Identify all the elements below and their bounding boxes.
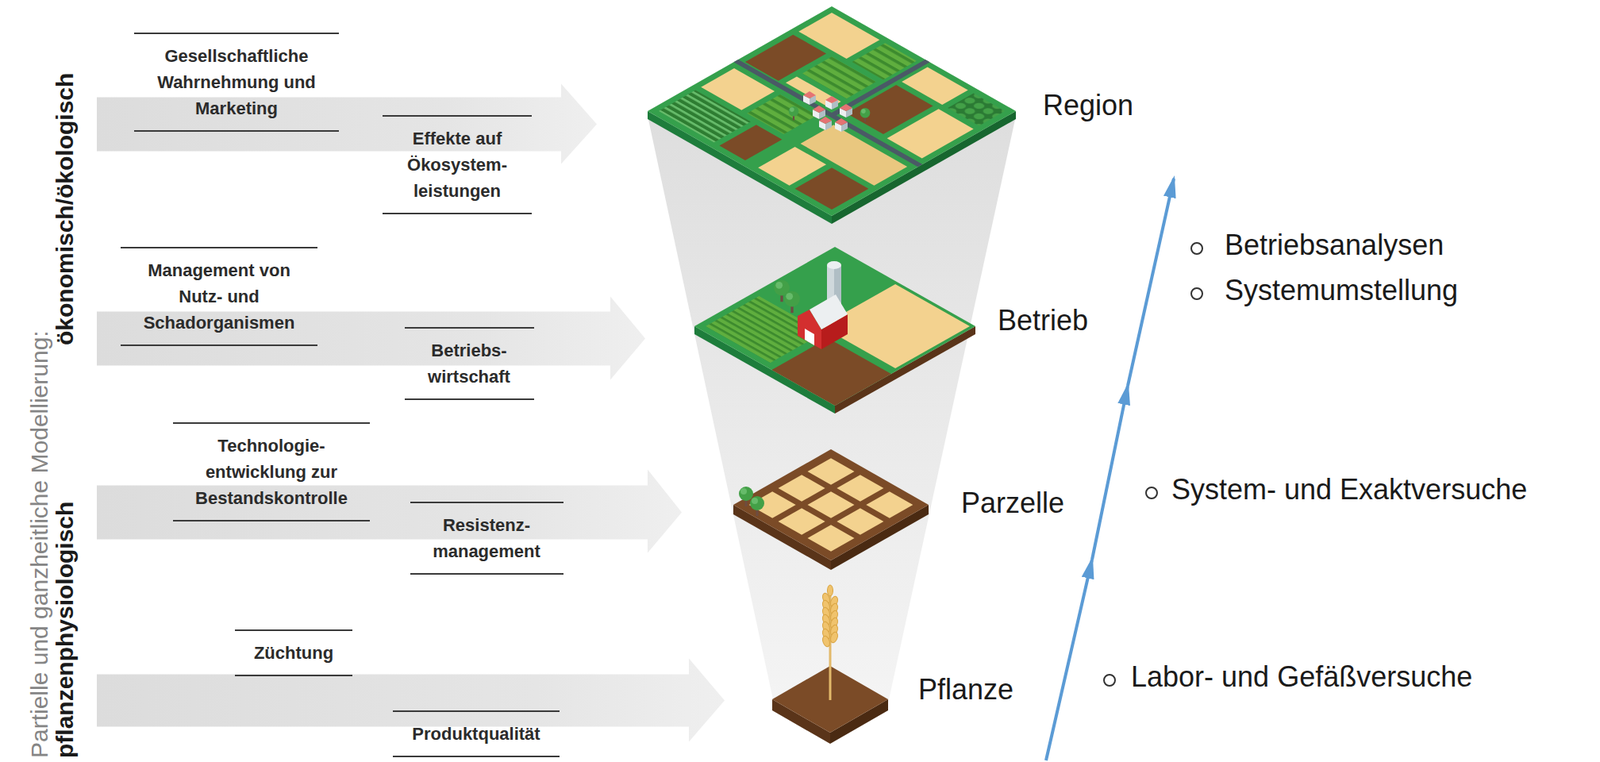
bullet-circle xyxy=(1146,487,1158,499)
effect-label: Resistenz- management xyxy=(410,501,564,575)
plot-tile xyxy=(749,491,797,519)
wheat-ear xyxy=(821,634,831,648)
region-tile xyxy=(647,6,1016,224)
method-item: Systemumstellung xyxy=(1224,273,1458,308)
topic-label: Management von Nutz- und Schadorganismen xyxy=(120,246,318,347)
region-tile xyxy=(887,108,974,158)
axis-title: pflanzenphysiologisch xyxy=(52,501,78,758)
plot-tile xyxy=(733,449,929,570)
method-item: Labor- und Gefäßversuche xyxy=(1130,660,1473,694)
plot-tile xyxy=(807,491,854,519)
plot-tile xyxy=(807,457,854,485)
band-arrow-shape xyxy=(96,83,597,164)
farm-tile xyxy=(694,246,976,406)
region-tile xyxy=(860,107,871,123)
farm-tile xyxy=(826,261,842,270)
level-name: Region xyxy=(1042,88,1134,123)
topic-label: Züchtung xyxy=(234,629,353,677)
farm-tile xyxy=(784,291,800,314)
wheat-ear xyxy=(827,584,834,597)
level-name: Betrieb xyxy=(997,303,1089,338)
region-tile xyxy=(812,105,826,120)
region-tile xyxy=(719,124,782,161)
region-tile xyxy=(647,6,1016,216)
bullet-circle xyxy=(1103,674,1116,686)
region-tile xyxy=(795,167,870,210)
method-item: Betriebsanalysen xyxy=(1224,228,1444,262)
band-arrow-shape xyxy=(96,657,725,742)
wheat-ear xyxy=(829,630,839,644)
band-arrow-shape xyxy=(96,629,725,758)
band-arrow-shape xyxy=(96,422,682,576)
arrow-band: ZüchtungProduktqualität xyxy=(96,629,725,758)
bullet-circle xyxy=(1103,242,1203,686)
region-tile xyxy=(819,116,832,131)
topic-label: Technologie- entwicklung zur Bestandskon… xyxy=(173,422,370,522)
arrow-band: Gesellschaftliche Wahrnehmung und Market… xyxy=(96,32,597,215)
topic-label: Gesellschaftliche Wahrnehmung und Market… xyxy=(134,32,339,132)
region-tile xyxy=(834,118,848,132)
region-tile xyxy=(735,6,1016,166)
bullet-circle xyxy=(1191,288,1203,300)
region-tile xyxy=(825,96,839,110)
region-tile xyxy=(647,6,1016,216)
level-name: Parzelle xyxy=(961,486,1065,520)
region-tile xyxy=(803,91,816,105)
axis-title: ökonomisch/ökologisch xyxy=(52,73,78,346)
plot-tile xyxy=(750,496,765,516)
effect-label: Produktqualität xyxy=(392,710,559,758)
effect-label: Betriebs- wirtschaft xyxy=(404,326,535,400)
scale-arrow xyxy=(1046,559,1093,761)
wheat-ear xyxy=(821,584,839,700)
level-name: Pflanze xyxy=(918,673,1014,707)
method-item: System- und Exaktversuche xyxy=(1171,473,1527,507)
scale-arrow xyxy=(1127,178,1174,386)
farm-tile xyxy=(804,328,815,346)
plot-tile xyxy=(807,524,854,552)
region-tile xyxy=(658,90,751,143)
farm-tile xyxy=(694,246,976,414)
plot-tile xyxy=(778,507,826,535)
funnel xyxy=(647,115,1016,704)
arrow-band: Management von Nutz- und Schadorganismen… xyxy=(96,246,646,401)
farm-tile xyxy=(809,294,848,330)
plot-tile xyxy=(733,449,929,561)
region-tile xyxy=(839,103,853,118)
band-arrow-shape xyxy=(96,296,646,380)
farm-tile xyxy=(694,246,976,406)
arrow-band: Technologie- entwicklung zur Bestandskon… xyxy=(96,422,682,576)
region-tile xyxy=(788,106,800,121)
band-arrow-shape xyxy=(96,469,682,553)
scale-arrow xyxy=(1092,385,1128,560)
farm-tile xyxy=(705,296,824,363)
bullet-circle xyxy=(1191,242,1203,254)
plot-tile xyxy=(733,449,929,561)
plot-tile xyxy=(836,507,884,535)
plot-tile xyxy=(836,474,884,502)
effect-label: Effekte auf Ökosystem- leistungen xyxy=(382,115,532,215)
plot-tile xyxy=(778,474,826,502)
axis-title: Partielle und ganzheitliche Modellierung… xyxy=(26,330,53,758)
plot-tile xyxy=(865,491,913,519)
